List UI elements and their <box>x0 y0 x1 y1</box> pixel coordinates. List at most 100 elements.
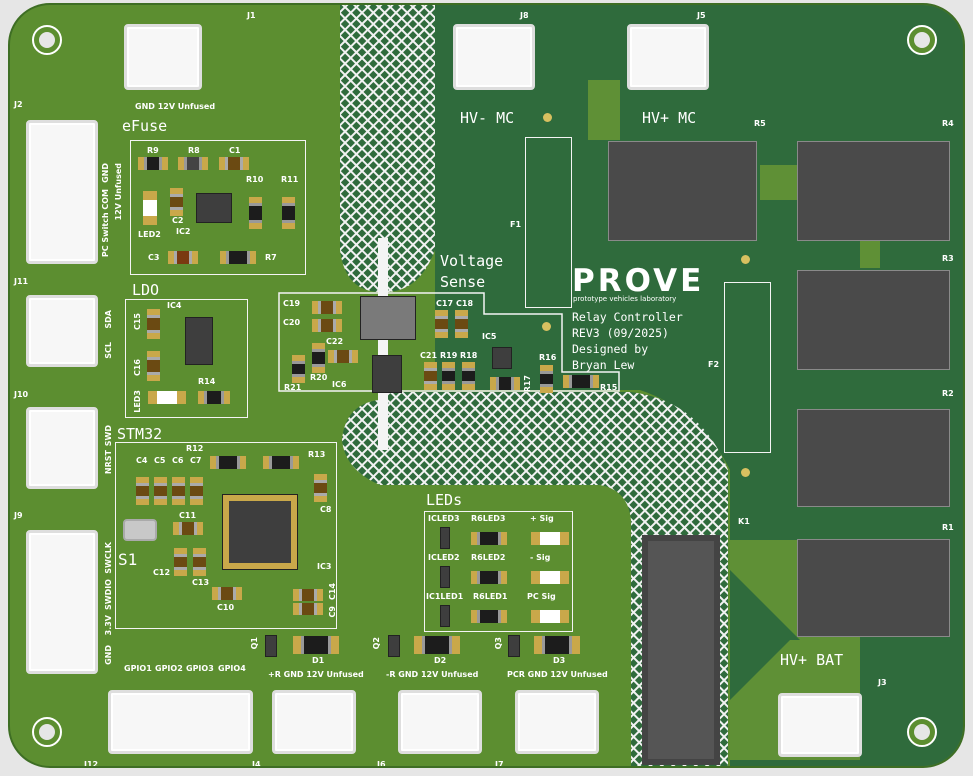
ref-f1: F1 <box>510 220 522 229</box>
capacitor-c21 <box>424 362 437 390</box>
ref-j10: J10 <box>14 390 29 399</box>
connector-j8[interactable] <box>453 24 535 90</box>
led2 <box>143 191 157 225</box>
reset-button-s1[interactable] <box>123 519 157 541</box>
led-row-1-ic-label: IC1LED1 <box>426 592 464 601</box>
connector-j4[interactable] <box>272 690 356 754</box>
resistor-r16 <box>540 365 553 393</box>
led-row-2-res-label: R6LED2 <box>471 553 506 562</box>
ref-c1: C1 <box>229 146 241 155</box>
ref-r20: R20 <box>310 373 328 382</box>
led-row-1-res-label: R6LED1 <box>473 592 508 601</box>
isolated-amplifier-chip <box>360 296 416 340</box>
test-point <box>542 322 551 331</box>
resistor-r11 <box>282 197 295 229</box>
ref-q3: Q3 <box>494 637 503 650</box>
prove-logo: PROVE <box>572 263 705 299</box>
hv-minus-mc-label: HV- MC <box>460 109 515 127</box>
connector-j6[interactable] <box>398 690 482 754</box>
info-designed-by: Designed by <box>572 342 649 356</box>
j1-pin-labels: GND 12V Unfused <box>135 102 216 111</box>
hv-plus-mc-label: HV+ MC <box>642 109 697 127</box>
section-ldo <box>125 299 248 418</box>
ref-c5: C5 <box>154 456 166 465</box>
ref-d2: D2 <box>434 656 447 665</box>
resistor-r12 <box>210 456 246 469</box>
ref-q1: Q1 <box>250 637 259 650</box>
icled2 <box>440 566 450 588</box>
ref-ic5: IC5 <box>482 332 497 341</box>
ic6-chip <box>372 355 402 393</box>
connector-j1[interactable] <box>124 24 202 90</box>
connector-j10[interactable] <box>26 407 98 489</box>
ref-led2: LED2 <box>138 230 161 239</box>
capacitor-c14 <box>293 589 323 601</box>
resistor-r1 <box>797 539 950 637</box>
ref-j1: J1 <box>247 11 256 20</box>
led-row-2-ic-label: ICLED2 <box>428 553 460 562</box>
ref-r9: R9 <box>147 146 159 155</box>
led-row-3-res-label: R6LED3 <box>471 514 506 523</box>
j7-pin-labels: PCR GND 12V Unfused <box>507 670 608 679</box>
ref-r3: R3 <box>942 254 954 263</box>
ref-j5: J5 <box>697 11 706 20</box>
diode-d2 <box>414 636 460 654</box>
fuse-f1 <box>525 137 572 308</box>
capacitor-c20 <box>312 319 342 332</box>
capacitor-c7 <box>190 477 203 505</box>
ref-r21: R21 <box>284 383 302 392</box>
ref-j8: J8 <box>520 11 529 20</box>
resistor-r6led3 <box>471 532 507 545</box>
connector-j9[interactable] <box>26 530 98 674</box>
diode-d1 <box>293 636 339 654</box>
section-stm32-title: STM32 <box>117 425 163 443</box>
transistor-q1 <box>265 635 277 657</box>
ref-c12: C12 <box>153 568 171 577</box>
capacitor-c8 <box>314 474 327 502</box>
ref-r5: R5 <box>754 119 766 128</box>
led-pc-sig <box>531 610 569 623</box>
ref-r13: R13 <box>308 450 326 459</box>
ref-r12: R12 <box>186 444 204 453</box>
capacitor-c9 <box>293 603 323 615</box>
j12-pin-gpio2: GPIO2 <box>155 664 183 673</box>
capacitor-c6 <box>172 477 185 505</box>
led-minus-sig <box>531 571 569 584</box>
ref-r15: R15 <box>600 383 618 392</box>
pcb-board: J1 GND 12V Unfused J8 HV- MC J5 HV+ MC J… <box>8 3 965 768</box>
section-leds <box>424 511 573 632</box>
shunt-resistor-r5 <box>608 141 757 241</box>
section-ldo-title: LDO <box>132 281 160 299</box>
resistor-r6led2 <box>471 571 507 584</box>
connector-j7[interactable] <box>515 690 599 754</box>
ref-r7: R7 <box>265 253 277 262</box>
connector-j11[interactable] <box>26 295 98 367</box>
ref-c13: C13 <box>192 578 210 587</box>
ref-ic2: IC2 <box>176 227 191 236</box>
connector-j3[interactable] <box>778 693 862 757</box>
led3 <box>148 391 186 404</box>
resistor-r14 <box>198 391 230 404</box>
ref-d1: D1 <box>312 656 325 665</box>
ref-j6: J6 <box>377 760 386 768</box>
j12-pin-gpio3: GPIO3 <box>186 664 214 673</box>
hatch-top <box>340 5 435 292</box>
ref-r8: R8 <box>188 146 200 155</box>
ref-r18: R18 <box>460 351 478 360</box>
capacitor-c2 <box>170 188 183 216</box>
ref-c2: C2 <box>172 216 184 225</box>
capacitor-c19 <box>312 301 342 314</box>
connector-j2[interactable] <box>26 120 98 264</box>
capacitor-c4 <box>136 477 149 505</box>
test-point <box>543 113 552 122</box>
icled3 <box>440 527 450 549</box>
connector-j5[interactable] <box>627 24 709 90</box>
ref-r16: R16 <box>539 353 557 362</box>
connector-j12[interactable] <box>108 690 253 754</box>
section-efuse-title: eFuse <box>122 117 168 135</box>
test-point <box>741 468 750 477</box>
ref-j9: J9 <box>14 511 23 520</box>
j6-pin-labels: -R GND 12V Unfused <box>386 670 479 679</box>
ref-j4: J4 <box>252 760 261 768</box>
info-revision: REV3 (09/2025) <box>572 326 669 340</box>
